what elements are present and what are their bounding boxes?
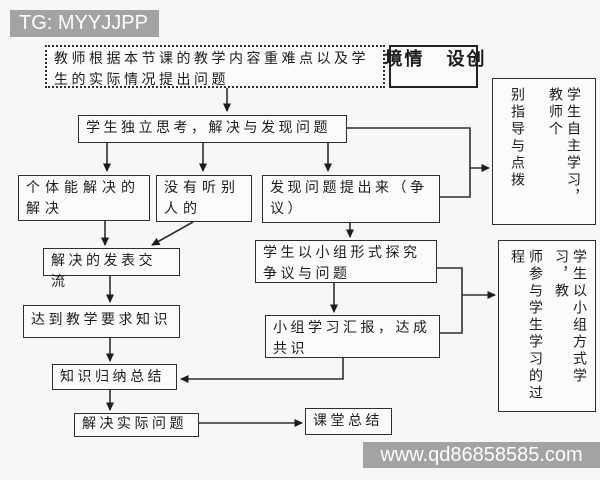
- connector-thinking-to-selfstudy: [347, 127, 490, 172]
- situation-creation-col-right: 创设: [444, 49, 485, 68]
- node-self-study-note: 别指导与点拨 学生自主学习，教师个: [492, 78, 596, 225]
- node-independent-thinking: 学生独立思考，解决与发现问题: [78, 115, 347, 143]
- node-group-report: 小组学习汇报，达成共识: [265, 315, 440, 358]
- watermark-bottom: www.qd86858585.com: [363, 442, 600, 468]
- node-present-exchange: 解决的发表交流: [43, 248, 180, 290]
- self-study-col-right: 学生自主学习，教师个: [547, 87, 580, 206]
- node-not-heard-others: 没有听别人的: [156, 175, 252, 222]
- node-individual-solvable: 个体能解决的解决: [18, 175, 150, 221]
- connector-report-to-groupstudy: [440, 295, 463, 334]
- connector-groupinquiry-to-groupstudy: [437, 267, 463, 295]
- node-teacher-question: 教师根据本节课的教学内容重难点以及学生的实际情况提出问题: [45, 45, 385, 88]
- node-solve-practical: 解决实际问题: [74, 413, 199, 437]
- node-group-study-note: 师参与学生学习的过程 学生以小组方式学习，教: [498, 240, 596, 412]
- connector-raise-to-selfstudy: [440, 168, 471, 198]
- group-study-col-left: 师参与学生学习的过程: [509, 249, 542, 402]
- group-study-col-right: 学生以小组方式学习，教: [553, 249, 586, 385]
- situation-creation-col-left: 情境: [382, 49, 423, 68]
- connector-notheard-to-exchange: [151, 221, 194, 246]
- connector-report-to-summary: [180, 358, 344, 383]
- node-raise-problems: 发现问题提出来（争议）: [262, 175, 440, 223]
- node-knowledge-summary: 知识归纳总结: [52, 364, 177, 390]
- node-situation-creation: 情境 创设: [383, 45, 485, 88]
- node-reach-requirement: 达到教学要求知识: [23, 305, 180, 338]
- self-study-col-left: 别指导与点拨: [509, 87, 524, 189]
- node-group-inquiry: 学生以小组形式探究争议与问题: [255, 240, 437, 283]
- node-class-summary: 课堂总结: [305, 408, 392, 435]
- watermark-top: TG: MYYJJPP: [10, 10, 159, 37]
